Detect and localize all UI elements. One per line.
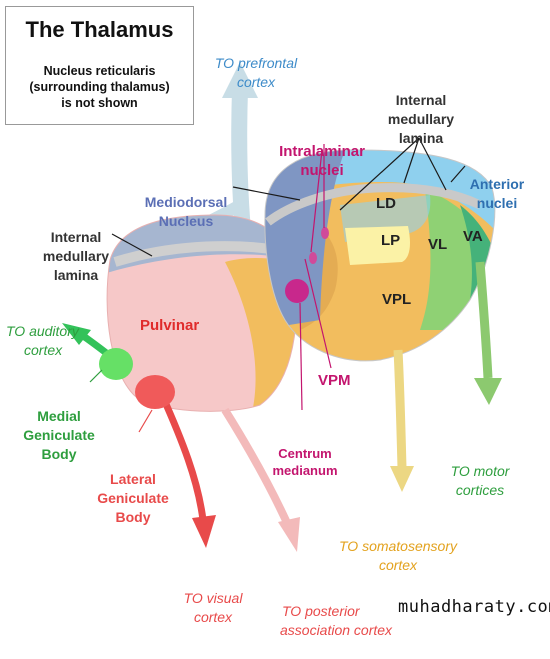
posterior-arrow <box>221 407 300 552</box>
medial-geniculate-body <box>99 348 133 380</box>
right-thalamus-outline <box>264 149 496 362</box>
note-line: (surrounding thalamus) <box>29 80 170 94</box>
intralaminar-nucleus-a <box>321 227 329 239</box>
somatosensory-arrow <box>390 349 414 492</box>
thalamus-svg <box>62 62 502 552</box>
label-lp: LP <box>381 232 401 249</box>
diagram-title: The Thalamus <box>25 17 174 42</box>
visual-arrow <box>158 393 216 548</box>
note-line: Nucleus reticularis <box>43 64 156 78</box>
centrum-medianum <box>285 279 309 303</box>
lateral-geniculate-body <box>135 375 175 409</box>
note-line: is not shown <box>61 96 138 110</box>
title-box: The Thalamus Nucleus reticularis (surrou… <box>5 6 194 125</box>
label-ld: LD <box>376 195 396 212</box>
label-va: VA <box>463 228 483 245</box>
leader-lines <box>89 137 466 433</box>
thalamus-diagram: The Thalamus Nucleus reticularis (surrou… <box>5 6 550 638</box>
left-thalamus <box>107 215 297 412</box>
watermark: muhadharaty.com <box>398 597 550 617</box>
pulvinar-outline <box>106 214 298 412</box>
label-vpm: VPM <box>318 372 351 389</box>
intralaminar-nucleus-b <box>309 252 317 264</box>
label-vpl: VPL <box>382 291 412 308</box>
label-pulvinar: Pulvinar <box>140 317 200 334</box>
note-text: Nucleus reticularis (surrounding thalamu… <box>6 63 193 111</box>
motor-arrow <box>474 261 502 405</box>
label-vl: VL <box>428 236 448 253</box>
